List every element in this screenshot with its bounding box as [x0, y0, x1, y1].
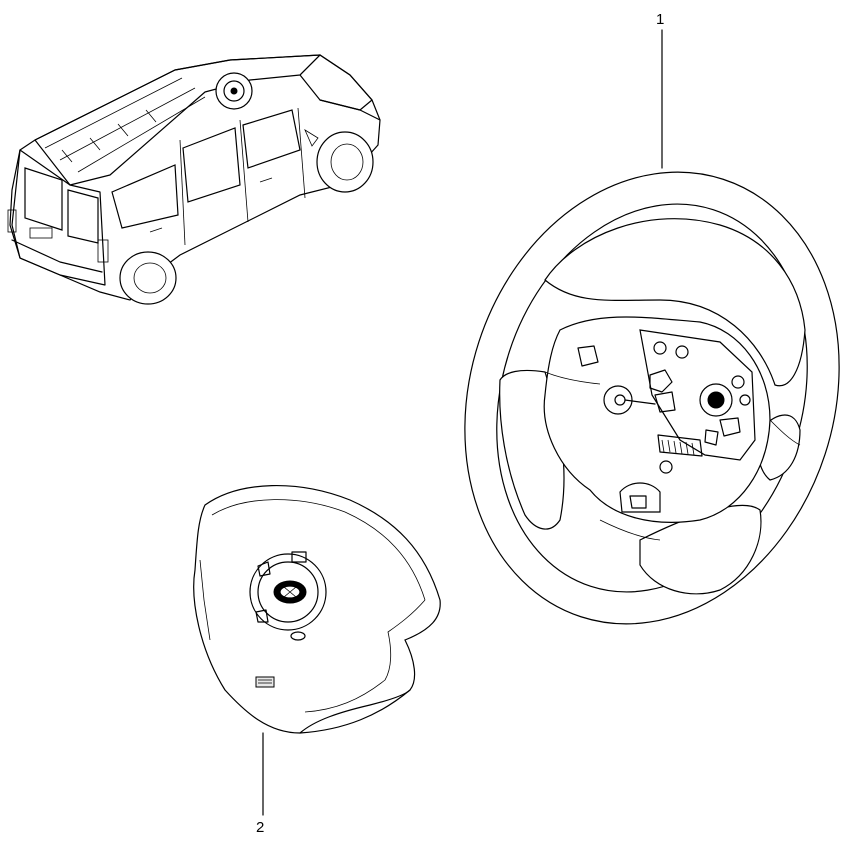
callout-label-1: 1: [656, 11, 665, 28]
callout-label-2: 2: [256, 819, 265, 836]
airbag-module: [193, 484, 441, 734]
vehicle-illustration: [7, 54, 381, 305]
steering-wheel: [464, 171, 840, 625]
